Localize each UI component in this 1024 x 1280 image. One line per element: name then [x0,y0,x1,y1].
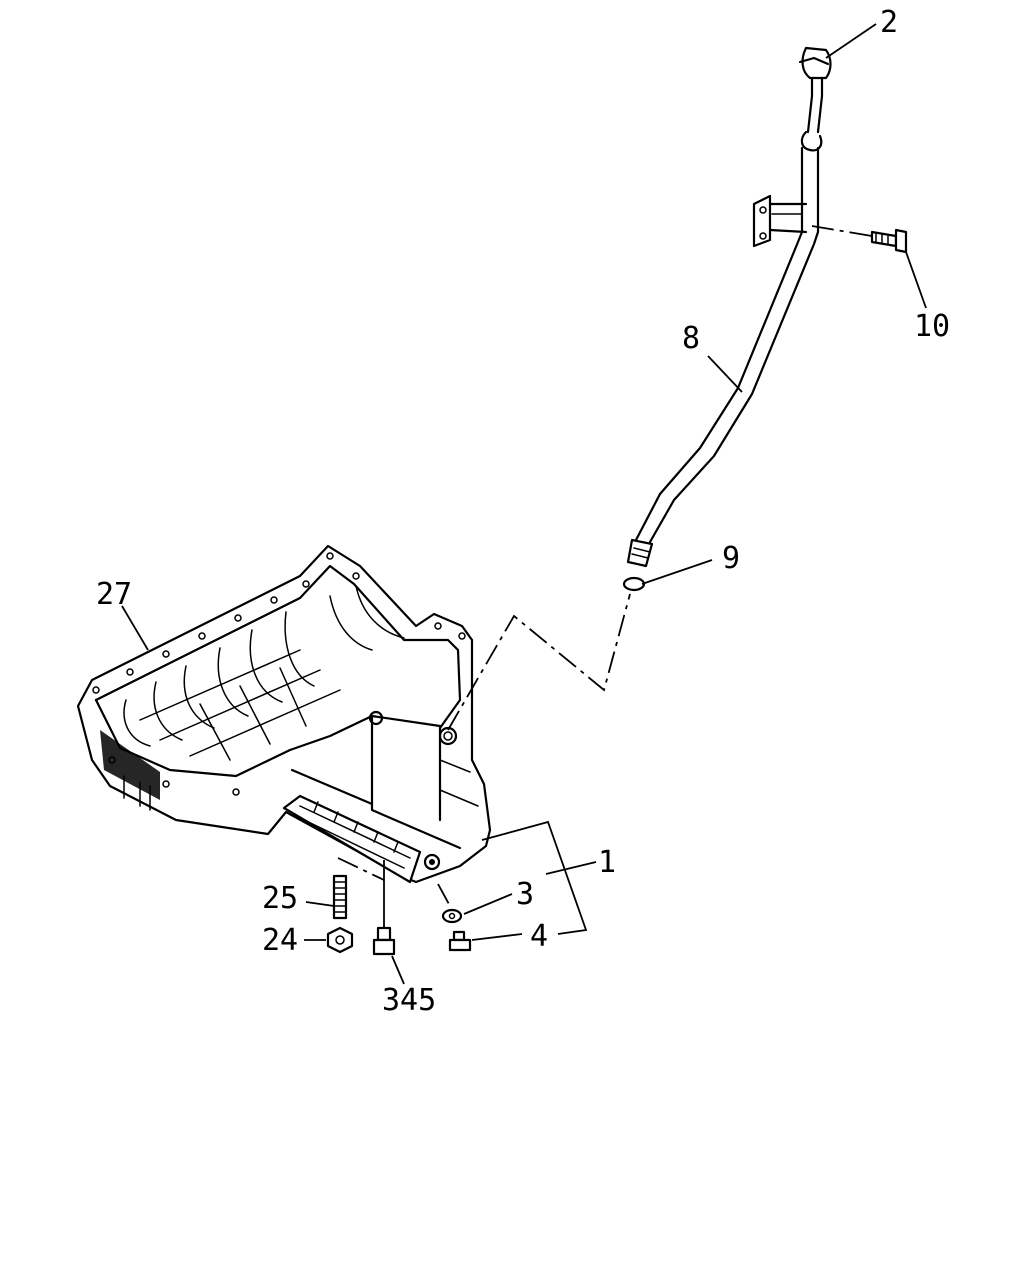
callout-4: 4 [530,919,548,954]
oil-pan[interactable] [76,544,492,884]
callout-3: 3 [516,877,534,912]
plug[interactable] [448,930,472,952]
dipstick-guide-tube[interactable] [626,146,820,568]
callout-9: 9 [722,541,740,576]
callout-24: 24 [262,923,298,958]
flange-bolt-holes [92,552,466,796]
o-ring[interactable] [622,576,646,592]
callout-27: 27 [96,577,132,612]
callout-25: 25 [262,881,298,916]
dipstick-handle[interactable] [798,46,832,152]
drain-plug[interactable] [337,857,396,956]
callout-2: 2 [880,5,898,40]
leader-lines [121,23,927,985]
callout-8: 8 [682,321,700,356]
bracket-bolt[interactable] [811,225,908,254]
callout-10: 10 [914,309,950,344]
stud[interactable] [332,874,348,920]
centerline [447,593,631,731]
callout-1: 1 [598,845,616,880]
washer[interactable] [437,883,463,924]
nut[interactable] [326,926,354,954]
callout-345: 345 [382,983,436,1018]
